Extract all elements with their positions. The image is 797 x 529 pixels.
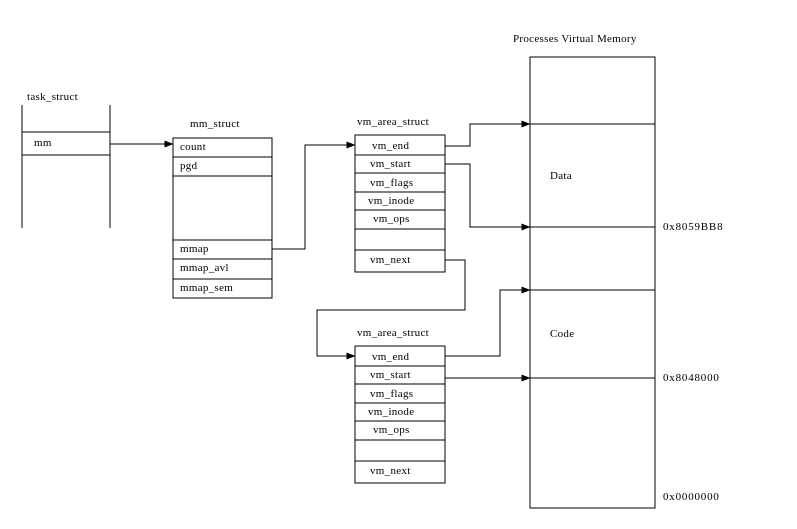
address-code-start: 0x8048000 — [663, 372, 720, 384]
connector-vma2-vmend-to-memory — [445, 286, 531, 357]
virtual-memory-title: Processes Virtual Memory — [513, 33, 637, 45]
address-data-end: 0x8059BB8 — [663, 221, 724, 233]
connector-vma1-vmstart-to-memory — [445, 163, 531, 231]
vma1-field-vm-next: vm_next — [370, 254, 411, 266]
connector-vma1-vmend-to-memory — [445, 120, 531, 147]
vma1-field-vm-inode: vm_inode — [368, 195, 415, 207]
vma2-field-vm-start: vm_start — [370, 369, 411, 381]
vma2-field-vm-ops: vm_ops — [373, 424, 410, 436]
vma2-field-vm-next: vm_next — [370, 465, 411, 477]
vma2-field-vm-end: vm_end — [372, 351, 410, 363]
mm-struct-field-mmap: mmap — [180, 243, 209, 255]
vma1-field-vm-ops: vm_ops — [373, 213, 410, 225]
mm-struct-field-mmap-sem: mmap_sem — [180, 282, 234, 294]
vm-area-struct-1-title: vm_area_struct — [357, 116, 430, 128]
vm-area-struct-1-shape — [354, 134, 446, 273]
task-struct-title: task_struct — [27, 91, 78, 103]
vma2-field-vm-inode: vm_inode — [368, 406, 415, 418]
mm-struct-field-count: count — [180, 141, 206, 153]
mm-struct-field-mmap-avl: mmap_avl — [180, 262, 229, 274]
task-struct-field-mm: mm — [34, 137, 52, 149]
address-zero: 0x0000000 — [663, 491, 720, 503]
vm-area-struct-2-title: vm_area_struct — [357, 327, 430, 339]
mm-struct-field-pgd: pgd — [180, 160, 198, 172]
mm-struct-shape — [172, 137, 273, 299]
vma1-field-vm-flags: vm_flags — [370, 177, 414, 189]
vma1-field-vm-start: vm_start — [370, 158, 411, 170]
connector-mmap-to-vma1 — [272, 141, 356, 250]
vma2-field-vm-flags: vm_flags — [370, 388, 414, 400]
vma1-field-vm-end: vm_end — [372, 140, 410, 152]
memory-region-data-label: Data — [550, 170, 572, 182]
virtual-memory-shape — [529, 56, 656, 509]
connector-vma1-vmnext-to-vma2 — [316, 259, 466, 360]
task-struct-shape — [21, 105, 111, 228]
mm-struct-title: mm_struct — [190, 118, 240, 130]
vm-area-struct-2-shape — [354, 345, 446, 484]
memory-region-code-label: Code — [550, 328, 575, 340]
